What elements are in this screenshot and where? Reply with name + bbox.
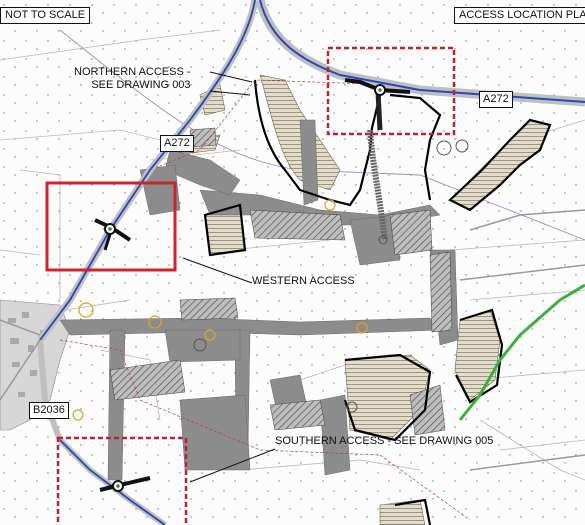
site-boundary — [203, 79, 552, 525]
not-to-scale-label: NOT TO SCALE — [0, 7, 91, 24]
northern-access-line-2: SEE DRAWING 003 — [91, 79, 191, 91]
dense-woodland — [109, 127, 453, 436]
green-route — [458, 283, 585, 421]
woodland — [59, 119, 459, 481]
southern-access-junction — [99, 476, 151, 492]
b2036-road — [37, 339, 167, 525]
road-label-b2036: B2036 — [29, 402, 69, 419]
minor-roads — [0, 209, 585, 471]
northern-access-junction — [344, 78, 411, 241]
western-access-label: WESTERN ACCESS — [252, 275, 355, 287]
northern-access-label: NORTHERN ACCESS - SEE DRAWING 003 — [74, 66, 191, 92]
access-location-plan-label: ACCESS LOCATION PLAN — [454, 7, 585, 24]
road-label-a272-east: A272 — [479, 91, 513, 108]
northern-access-highlight — [326, 46, 456, 136]
western-access-highlight — [45, 181, 177, 272]
southern-access-highlight — [56, 436, 188, 525]
western-access-junction — [94, 218, 132, 251]
leader-lines — [182, 71, 276, 483]
a272-road — [37, 0, 585, 343]
southern-access-label: SOUTHERN ACCESS - SEE DRAWING 005 — [275, 435, 494, 447]
road-label-a272-west: A272 — [160, 135, 194, 152]
northern-access-line-1: NORTHERN ACCESS - — [74, 66, 191, 78]
circular-features — [193, 139, 469, 413]
tree-markers — [72, 199, 368, 421]
